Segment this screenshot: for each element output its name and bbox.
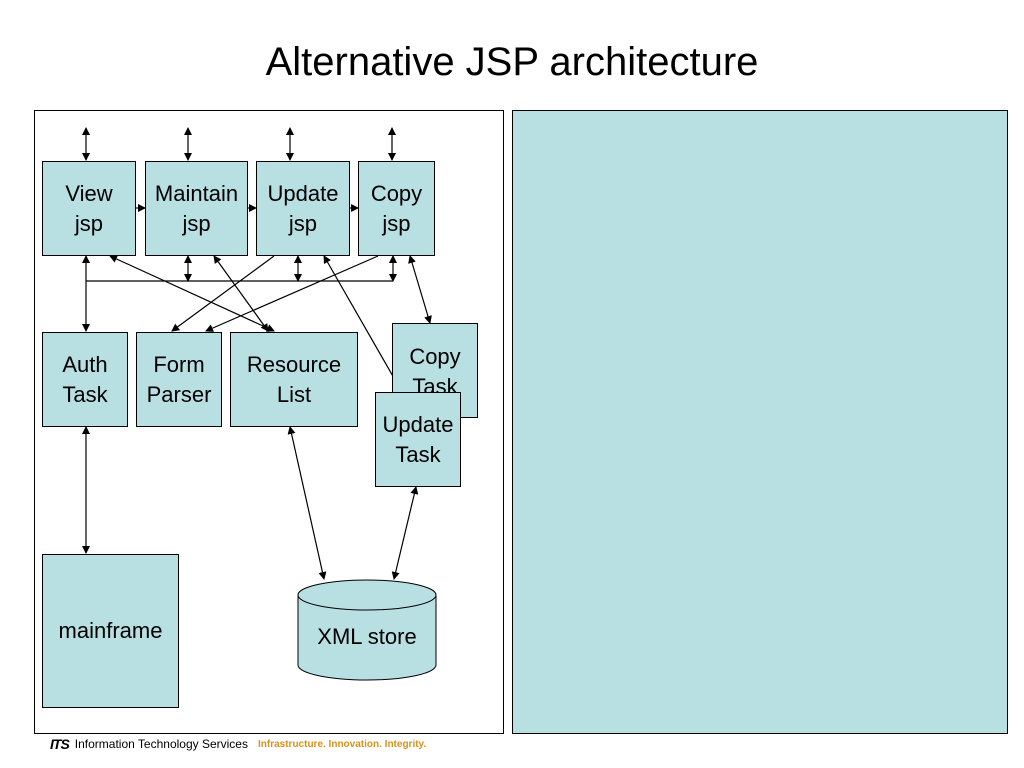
copy-to-copytask-arrow <box>408 255 432 324</box>
maintain-to-resource-arrow <box>213 255 269 332</box>
xml-store-cylinder <box>297 579 437 681</box>
blank-content-panel <box>512 110 1008 734</box>
copy-jsp-box: Copy jsp <box>358 161 435 256</box>
view-to-resource-arrow <box>109 255 275 332</box>
resource-list-box: Resource List <box>230 332 358 427</box>
copy-to-form-arrow <box>205 255 379 332</box>
update-to-form-arrow <box>171 255 275 332</box>
update-jsp-box: Update jsp <box>256 161 350 256</box>
xml-store-label: XML store <box>317 624 417 649</box>
update-task-box: Update Task <box>375 392 461 487</box>
updatetask-to-xml-arrow <box>391 486 419 580</box>
auth-task-box: Auth Task <box>42 332 128 427</box>
resource-to-xml-arrow <box>287 426 327 580</box>
slide-title: Alternative JSP architecture <box>265 40 759 84</box>
footer-org-name: Information Technology Services <box>74 737 248 751</box>
its-logo: ITS <box>50 736 70 752</box>
footer: ITS Information Technology Services Infr… <box>50 736 426 752</box>
update-to-updatetask-arrow <box>323 255 403 393</box>
mainframe-box: mainframe <box>42 554 179 708</box>
footer-tagline: Infrastructure. Innovation. Integrity. <box>257 738 427 750</box>
maintain-jsp-box: Maintain jsp <box>145 161 248 256</box>
form-parser-box: Form Parser <box>136 332 222 427</box>
view-jsp-box: View jsp <box>42 161 136 256</box>
